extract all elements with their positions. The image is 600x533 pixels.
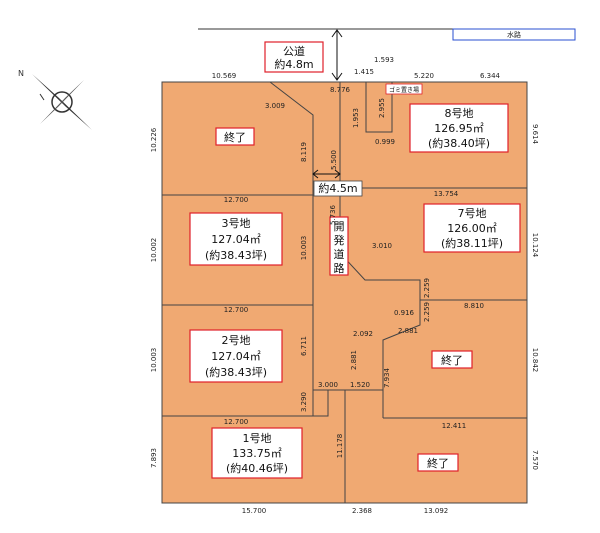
road-width-box xyxy=(313,180,363,197)
dim-label: 3.000 xyxy=(318,381,338,389)
dim-label: 1.520 xyxy=(350,381,370,389)
dim-label: 2.259 xyxy=(423,302,431,322)
lot-1-label: 1号地 133.75㎡ (約40.46坪) xyxy=(211,427,303,479)
garbage-label-box xyxy=(385,83,423,95)
dim-label: 2.368 xyxy=(352,507,372,515)
lot-8-tsubo: (約38.40坪) xyxy=(428,136,490,150)
lot-7-area: 126.00㎡ xyxy=(447,222,497,235)
lot-line xyxy=(269,81,329,417)
road-arrow-head-bottom xyxy=(331,72,343,81)
road-label-line1: 公道 xyxy=(283,44,305,58)
lot-8-label: 8号地 126.95㎡ (約38.40坪) xyxy=(409,103,509,153)
dim-label: 5.500 xyxy=(330,150,338,170)
dev-road-char: 発 xyxy=(334,233,345,247)
lot-2-name: 2号地 xyxy=(222,334,251,347)
compass-icon: N xyxy=(18,69,92,130)
dim-label: 1.953 xyxy=(352,108,360,128)
road-width-arrow-right xyxy=(334,169,341,179)
dim-label: 2.955 xyxy=(378,98,386,118)
svg-text:N: N xyxy=(18,69,24,78)
lot-2-tsubo: (約38.43坪) xyxy=(205,365,267,379)
dim-label: 2.881 xyxy=(350,350,358,370)
dev-road-char: 道 xyxy=(334,247,345,261)
dim-label: 2.881 xyxy=(398,327,418,335)
dim-label: 6.711 xyxy=(300,336,308,356)
lot-8-area: 126.95㎡ xyxy=(434,122,484,135)
lot-line xyxy=(382,300,421,418)
dim-label: 10.003 xyxy=(150,348,158,373)
dim-label: 7.893 xyxy=(150,448,158,468)
lot-3-tsubo: (約38.43坪) xyxy=(205,248,267,262)
road-arrow-head-top xyxy=(331,29,343,38)
garbage-label: ゴミ置き場 xyxy=(389,86,419,94)
sold-label-top-left: 終了 xyxy=(215,127,255,146)
dim-label: 12.411 xyxy=(442,422,467,430)
dim-label: 3.290 xyxy=(300,392,308,412)
canal-label: 水路 xyxy=(507,30,521,39)
site-area xyxy=(161,81,528,504)
dim-label: 7.934 xyxy=(383,367,391,388)
sold-text: 終了 xyxy=(224,130,246,144)
lot-3-area: 127.04㎡ xyxy=(211,233,261,246)
dim-label: 7.570 xyxy=(531,450,539,470)
lot-1-tsubo: (約40.46坪) xyxy=(226,461,288,475)
dim-label: 10.226 xyxy=(150,127,158,152)
lot-7-label: 7号地 126.00㎡ (約38.11坪) xyxy=(423,203,521,253)
lot-1-area: 133.75㎡ xyxy=(232,447,282,460)
dim-label: 5.220 xyxy=(414,72,434,80)
road-label-line2: 約4.8m xyxy=(274,57,313,71)
lot-7-tsubo: (約38.11坪) xyxy=(441,236,503,250)
dim-label: 11.178 xyxy=(336,434,344,459)
dev-road-char: 路 xyxy=(334,262,345,275)
sold-text: 終了 xyxy=(427,456,449,470)
sold-text: 終了 xyxy=(441,353,463,367)
lot-8-name: 8号地 xyxy=(445,107,474,120)
dim-label: 12.700 xyxy=(224,196,249,204)
lot-2-label: 2号地 127.04㎡ (約38.43坪) xyxy=(189,329,283,383)
road-width-label: 約4.5m xyxy=(318,181,357,195)
lot-3-label: 3号地 127.04㎡ (約38.43坪) xyxy=(189,212,283,266)
dim-label: 15.700 xyxy=(242,507,267,515)
dim-label: 2.092 xyxy=(353,330,373,338)
dim-label: 12.700 xyxy=(224,418,249,426)
dim-label: 6.344 xyxy=(480,72,501,80)
road-label-box xyxy=(264,41,324,73)
dim-label: 3.010 xyxy=(372,242,392,250)
dim-label: 10.002 xyxy=(150,238,158,263)
dim-label: 13.092 xyxy=(424,507,449,515)
dim-label: 8.810 xyxy=(464,302,484,310)
canal-box xyxy=(452,28,576,41)
sold-label-right-bottom: 終了 xyxy=(417,453,459,472)
lot-1-name: 1号地 xyxy=(243,432,272,445)
dim-label: 3.009 xyxy=(265,102,285,110)
dev-road-char: 開 xyxy=(334,220,345,233)
sold-label-right-middle: 終了 xyxy=(431,350,473,369)
dim-label: 1.593 xyxy=(374,56,394,64)
dim-label: 0.916 xyxy=(394,309,415,317)
road-width-arrow-left xyxy=(312,169,319,179)
dev-road-box xyxy=(329,216,349,276)
lot-2-area: 127.04㎡ xyxy=(211,350,261,363)
dim-label: 2.259 xyxy=(423,278,431,298)
dim-label: 12.700 xyxy=(224,306,249,314)
dim-label: 10.003 xyxy=(300,236,308,261)
dim-label: 1.415 xyxy=(354,68,374,76)
lot-7-name: 7号地 xyxy=(458,207,487,220)
dim-label: 0.999 xyxy=(375,138,395,146)
dim-label: 9.614 xyxy=(531,124,539,145)
dim-label: 10.569 xyxy=(212,72,237,80)
dim-label: 8.119 xyxy=(300,142,308,162)
dim-label: 10.842 xyxy=(531,348,539,373)
dim-label: 8.776 xyxy=(330,86,351,94)
lot-3-name: 3号地 xyxy=(222,217,251,230)
dim-label: 13.754 xyxy=(434,190,459,198)
dim-label: 10.124 xyxy=(531,233,539,258)
dim-label: 5.736 xyxy=(329,204,337,225)
